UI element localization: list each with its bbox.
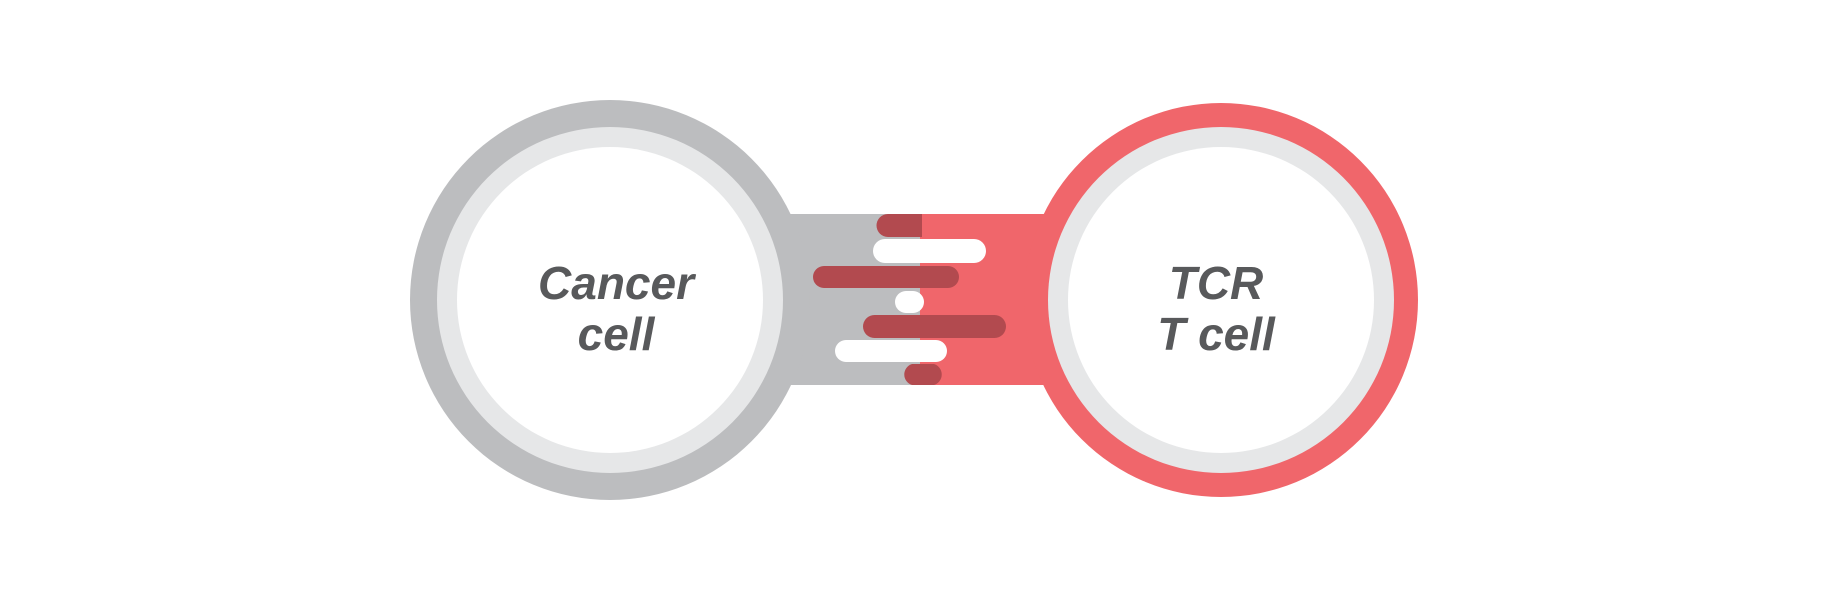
bar-dark-1 — [876, 214, 922, 237]
tcr-t-cell: TCR T cell — [1024, 103, 1418, 497]
cancer-cell-label-line2: cell — [578, 308, 656, 360]
bar-dark-4 — [904, 364, 942, 385]
cancer-cell-label-line1: Cancer — [538, 257, 696, 309]
tcr-label-line2: T cell — [1157, 308, 1276, 360]
bar-white-2 — [835, 340, 947, 362]
bar-white-1 — [873, 239, 986, 263]
binding-bars — [813, 214, 1006, 385]
cancer-cell: Cancer cell — [410, 100, 810, 500]
bar-dark-3 — [863, 315, 1006, 338]
tcr-label-line1: TCR — [1169, 257, 1264, 309]
bar-white-dot — [895, 291, 924, 313]
bar-dark-2 — [813, 266, 959, 288]
